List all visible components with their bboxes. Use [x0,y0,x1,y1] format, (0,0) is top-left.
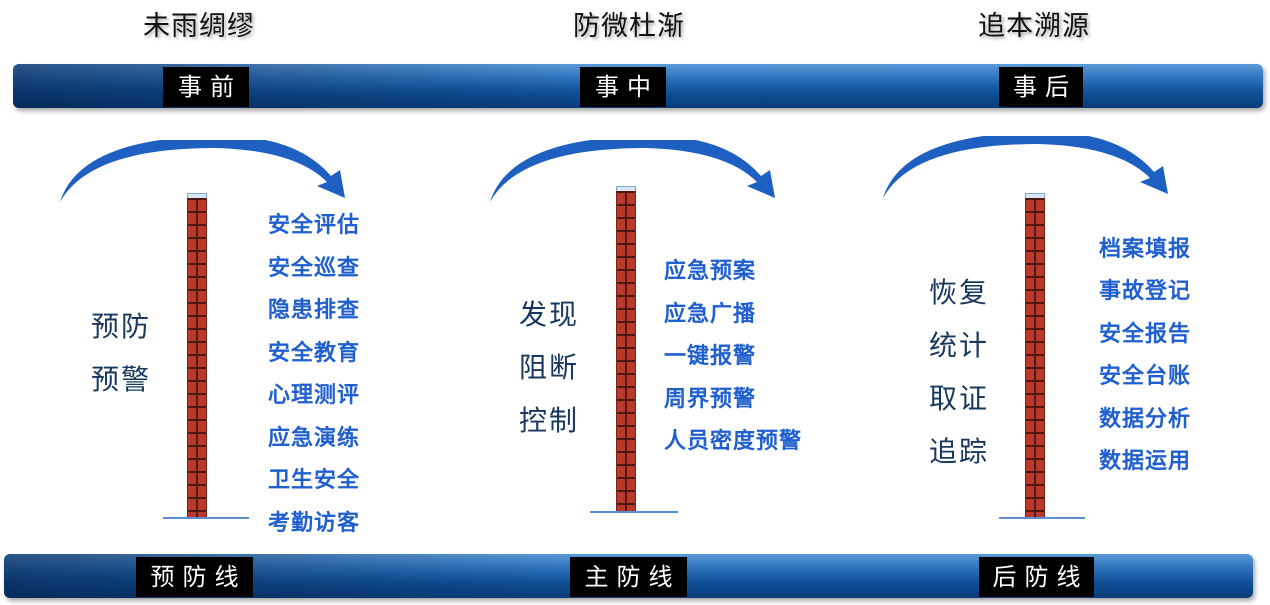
list-item: 考勤访客 [268,505,360,537]
heading-2: 防微杜渐 [509,4,749,43]
list-item: 数据分析 [1099,401,1191,433]
heading-1: 未雨绸缪 [79,4,319,43]
list-item: 应急预案 [664,253,756,285]
list-item: 数据运用 [1099,443,1191,475]
list-item: 档案填报 [1099,231,1191,263]
brick-wall-2 [616,191,636,512]
phase-label: 预警 [91,358,151,398]
brick-wall-3 [1025,198,1045,518]
list-item: 安全报告 [1099,316,1191,348]
tag-prevention-line: 预防线 [136,557,253,597]
list-item: 人员密度预警 [664,423,802,455]
phase-label: 恢复 [929,271,989,311]
list-item: 应急演练 [268,420,360,452]
list-item: 应急广播 [664,296,756,328]
phase-label: 预防 [91,305,151,345]
list-item: 隐患排查 [268,292,360,324]
list-item: 卫生安全 [268,462,360,494]
list-item: 安全评估 [268,207,360,239]
wall-base-1 [163,517,249,519]
wall-base-2 [590,511,678,513]
list-item: 周界预警 [664,381,756,413]
list-item: 心理测评 [268,377,360,409]
phase-label: 发现 [519,293,579,333]
tag-before: 事前 [163,67,249,107]
phase-label: 统计 [929,324,989,364]
tag-main-line: 主防线 [570,557,687,597]
tag-after: 事后 [999,67,1083,107]
phase-label: 追踪 [929,430,989,470]
list-item: 安全教育 [268,335,360,367]
list-item: 安全巡查 [268,250,360,282]
wall-base-3 [999,517,1085,519]
tag-during: 事中 [580,67,666,107]
tag-rear-line: 后防线 [979,557,1094,597]
list-item: 一键报警 [664,338,756,370]
phase-label: 阻断 [519,346,579,386]
phase-label: 控制 [519,399,579,439]
heading-3: 追本溯源 [914,4,1154,43]
phase-label: 取证 [929,377,989,417]
brick-wall-1 [187,198,207,518]
list-item: 事故登记 [1099,273,1191,305]
list-item: 安全台账 [1099,358,1191,390]
